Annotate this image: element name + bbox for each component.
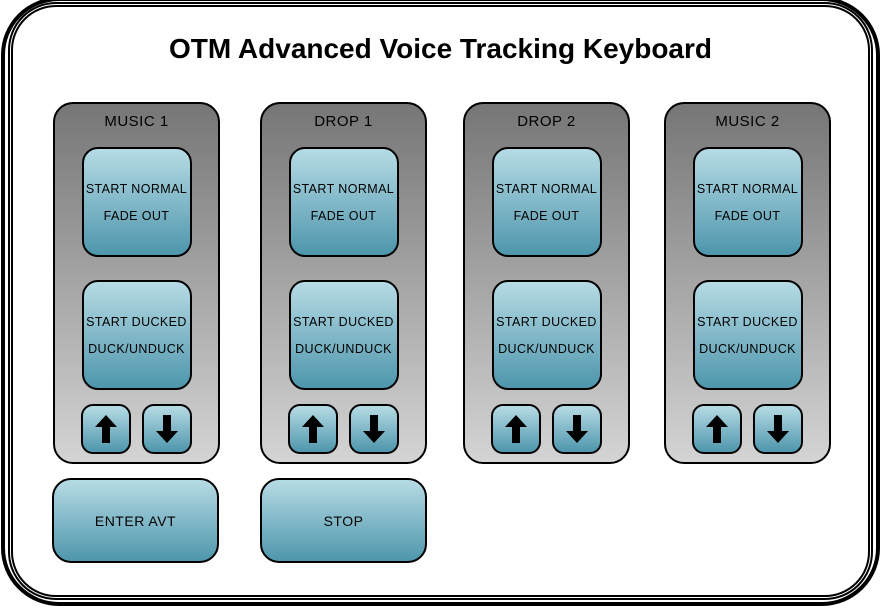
music-2-arrow-row	[692, 404, 803, 454]
panel-drop-2: DROP 2 START NORMAL FADE OUT START DUCKE…	[463, 102, 630, 464]
music-1-start-ducked-duck-unduck-button[interactable]: START DUCKED DUCK/UNDUCK	[81, 280, 192, 390]
down-arrow-icon	[765, 414, 791, 444]
music-1-down-arrow-button[interactable]	[142, 404, 192, 454]
drop-1-start-ducked-duck-unduck-button[interactable]: START DUCKED DUCK/UNDUCK	[288, 280, 399, 390]
panel-music-1-label: MUSIC 1	[104, 113, 169, 130]
panel-music-1: MUSIC 1 START NORMAL FADE OUT START DUCK…	[53, 102, 220, 464]
drop-1-up-arrow-button[interactable]	[288, 404, 338, 454]
down-arrow-icon	[564, 414, 590, 444]
drop-2-start-normal-fade-out-button[interactable]: START NORMAL FADE OUT	[491, 147, 602, 257]
up-arrow-icon	[503, 414, 529, 444]
button-line-2: DUCK/UNDUCK	[498, 341, 595, 356]
down-arrow-icon	[361, 414, 387, 444]
up-arrow-icon	[93, 414, 119, 444]
up-arrow-icon	[704, 414, 730, 444]
drop-2-arrow-row	[491, 404, 602, 454]
drop-1-down-arrow-button[interactable]	[349, 404, 399, 454]
music-1-arrow-row	[81, 404, 192, 454]
button-line-1: START NORMAL	[696, 181, 799, 196]
button-line-1: START DUCKED	[293, 314, 394, 329]
up-arrow-icon	[300, 414, 326, 444]
drop-1-start-normal-fade-out-button[interactable]: START NORMAL FADE OUT	[288, 147, 399, 257]
button-line-2: FADE OUT	[310, 208, 377, 223]
button-line-2: DUCK/UNDUCK	[699, 341, 796, 356]
drop-2-down-arrow-button[interactable]	[552, 404, 602, 454]
music-2-up-arrow-button[interactable]	[692, 404, 742, 454]
music-1-up-arrow-button[interactable]	[81, 404, 131, 454]
button-line-2: FADE OUT	[513, 208, 580, 223]
button-line-1: START DUCKED	[697, 314, 798, 329]
enter-avt-label: ENTER AVT	[94, 512, 177, 529]
drop-2-up-arrow-button[interactable]	[491, 404, 541, 454]
music-2-start-ducked-duck-unduck-button[interactable]: START DUCKED DUCK/UNDUCK	[692, 280, 803, 390]
panel-music-2: MUSIC 2 START NORMAL FADE OUT START DUCK…	[664, 102, 831, 464]
stop-button[interactable]: STOP	[260, 478, 427, 563]
page-title: OTM Advanced Voice Tracking Keyboard	[168, 33, 713, 64]
keyboard-frame	[8, 2, 873, 600]
button-line-1: START NORMAL	[292, 181, 395, 196]
button-line-2: FADE OUT	[714, 208, 781, 223]
music-2-start-normal-fade-out-button[interactable]: START NORMAL FADE OUT	[692, 147, 803, 257]
button-line-1: START NORMAL	[495, 181, 598, 196]
button-line-1: START DUCKED	[496, 314, 597, 329]
panel-music-2-label: MUSIC 2	[715, 113, 780, 130]
button-line-1: START NORMAL	[85, 181, 188, 196]
button-line-1: START DUCKED	[86, 314, 187, 329]
drop-2-start-ducked-duck-unduck-button[interactable]: START DUCKED DUCK/UNDUCK	[491, 280, 602, 390]
stop-label: STOP	[323, 512, 364, 529]
music-1-start-normal-fade-out-button[interactable]: START NORMAL FADE OUT	[81, 147, 192, 257]
music-2-down-arrow-button[interactable]	[753, 404, 803, 454]
button-line-2: FADE OUT	[103, 208, 170, 223]
drop-1-arrow-row	[288, 404, 399, 454]
panel-drop-2-label: DROP 2	[517, 113, 576, 130]
down-arrow-icon	[154, 414, 180, 444]
button-line-2: DUCK/UNDUCK	[295, 341, 392, 356]
enter-avt-button[interactable]: ENTER AVT	[52, 478, 219, 563]
panel-drop-1: DROP 1 START NORMAL FADE OUT START DUCKE…	[260, 102, 427, 464]
panel-drop-1-label: DROP 1	[314, 113, 373, 130]
button-line-2: DUCK/UNDUCK	[88, 341, 185, 356]
